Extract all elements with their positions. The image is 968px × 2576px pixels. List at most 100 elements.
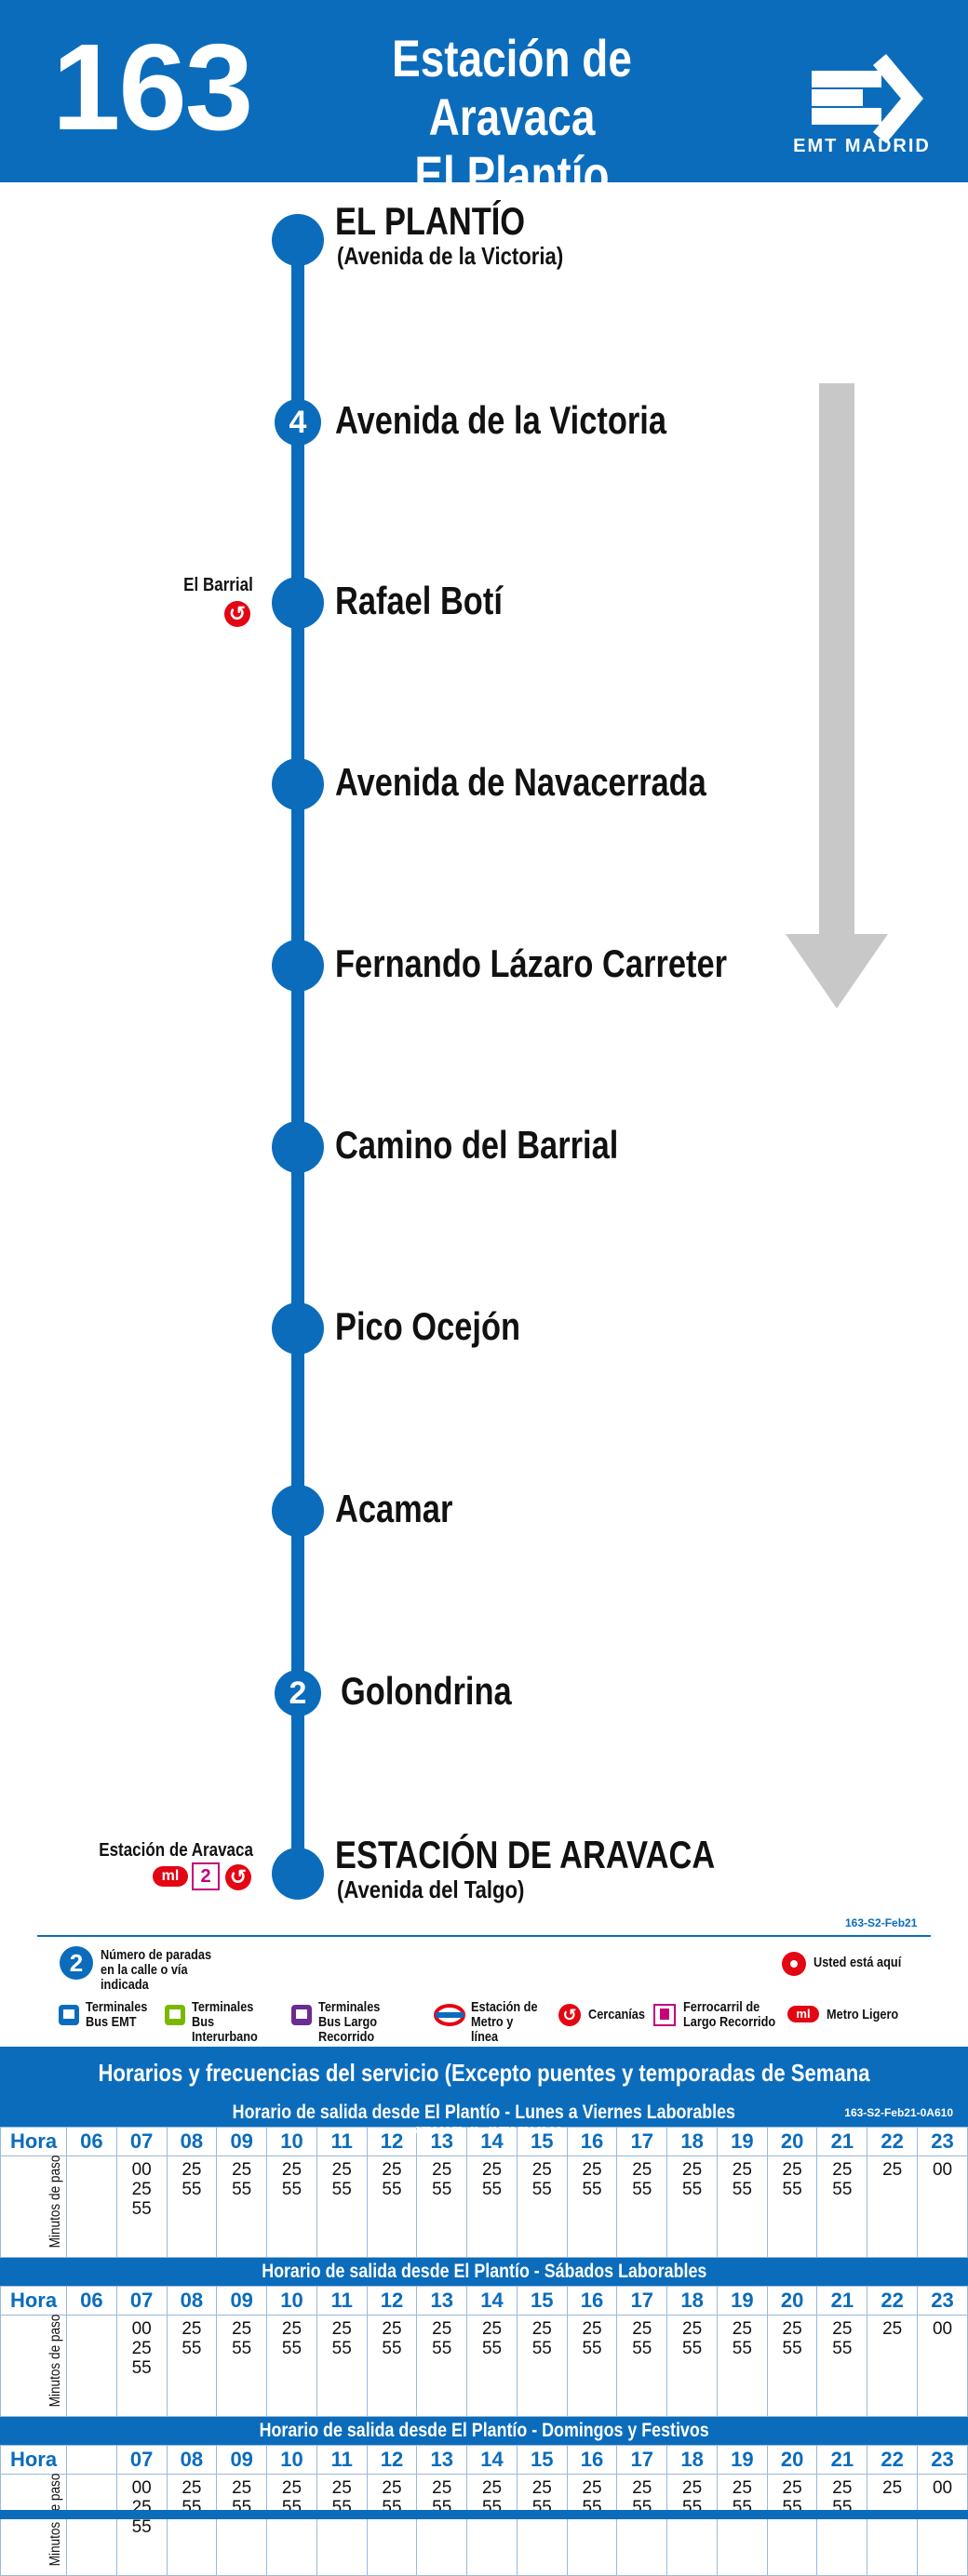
stop-name: Fernando Lázaro Carreter [335, 941, 728, 985]
stop-dot-icon [272, 940, 324, 992]
minutes-cell: 25 55 [816, 2156, 868, 2258]
hour-cell: 17 [616, 2286, 668, 2316]
minutes-cell: 25 55 [666, 2474, 718, 2576]
minutes-cell: 25 55 [716, 2315, 768, 2417]
minutes-row-label: Minutos de paso [0, 2474, 67, 2576]
minutes-cell [66, 2156, 117, 2258]
route-header: 163 Estación de Aravaca El Plantío EMT M… [0, 0, 968, 204]
stop-name: ESTACIÓN DE ARAVACA [335, 1833, 716, 1876]
minutes-row-label: Minutos de paso [0, 2156, 67, 2258]
hour-row-label: Hora [0, 2127, 67, 2156]
long-distance-rail-icon [653, 2004, 676, 2026]
section-title-text: Horario de salida desde El Plantío - Sáb… [261, 2261, 707, 2282]
connection-label-estacion-aravaca: Estación de Aravaca [99, 1840, 253, 1861]
metro-icon [434, 2004, 465, 2026]
minutes-cell: 25 55 [366, 2315, 418, 2417]
minutes-cell: 25 55 [266, 2315, 317, 2417]
legend-item-label: Estación de Metro y línea [471, 1999, 538, 2045]
bus-interurban-terminal-icon [165, 2005, 185, 2025]
minutes-cell: 00 [917, 2156, 968, 2258]
minutes-cell: 00 25 55 [115, 2315, 168, 2417]
direction-arrow-icon [819, 383, 854, 938]
route-line [291, 240, 304, 1877]
footer-bar [0, 2510, 968, 2519]
stop-name: Camino del Barrial [335, 1123, 619, 1167]
minutes-cell: 25 55 [416, 2315, 468, 2417]
timetable: Horarios y frecuencias del servicio (Exc… [0, 2047, 968, 2576]
hour-cell: 18 [666, 2127, 718, 2156]
route-code: 163-S2-Feb21 [845, 1916, 918, 1929]
minutes-cell: 25 55 [466, 2156, 518, 2258]
hour-cell: 10 [266, 2286, 317, 2316]
hour-cell: 19 [716, 2127, 768, 2156]
stop-subtitle: (Avenida de la Victoria) [337, 242, 564, 270]
stop-dot-icon [272, 1302, 324, 1355]
hour-cell: 18 [666, 2286, 718, 2316]
hour-cell: 07 [115, 2127, 168, 2156]
hour-cell: 23 [917, 2127, 968, 2156]
hour-cell: 08 [166, 2445, 218, 2475]
legend-item-label: Cercanías [588, 2007, 645, 2022]
hour-cell [66, 2445, 117, 2475]
stop-subtitle: (Avenida del Talgo) [337, 1875, 525, 1903]
hour-cell: 18 [666, 2445, 718, 2475]
hour-cell: 21 [816, 2286, 868, 2316]
destination-line-2: El Plantío [414, 145, 610, 205]
bus-emt-terminal-icon [59, 2005, 79, 2025]
minutes-cell: 25 [867, 2156, 919, 2258]
minutes-cell: 25 55 [166, 2315, 218, 2417]
direction-arrow-head-icon [786, 934, 888, 1008]
hour-cell: 19 [716, 2286, 768, 2316]
hour-cell: 15 [516, 2286, 568, 2316]
hour-cell: 20 [766, 2445, 818, 2475]
stop-acamar: Acamar [0, 1483, 968, 1539]
cercanias-icon: ↺ [224, 601, 250, 627]
hour-cell: 08 [166, 2127, 218, 2156]
emt-logo-icon [812, 54, 923, 143]
cercanias-icon: ↺ [225, 1864, 251, 1890]
hour-cell: 22 [867, 2286, 919, 2316]
minutes-cell: 25 55 [416, 2474, 468, 2576]
minutes-cell: 25 55 [516, 2315, 568, 2417]
hour-cell: 09 [216, 2445, 268, 2475]
stop-name: EL PLANTÍO [335, 199, 526, 243]
hour-cell: 20 [766, 2286, 818, 2316]
minutes-cell: 25 55 [316, 2156, 368, 2258]
stop-count-badge: 4 [275, 399, 321, 446]
hour-cell: 06 [66, 2127, 117, 2156]
minutes-cell: 25 55 [516, 2156, 568, 2258]
minutes-cell: 25 55 [816, 2315, 868, 2417]
minutes-cell [66, 2474, 117, 2576]
stop-avenida-de-la-victoria: 4 Avenida de la Victoria [0, 394, 968, 450]
section-title-text: Horario de salida desde El Plantío - Lun… [232, 2102, 736, 2123]
cercanias-icon: ↺ [558, 2004, 581, 2026]
hour-cell: 16 [566, 2445, 618, 2475]
hour-row-label: Hora [0, 2445, 67, 2475]
stops-count-legend-icon: 2 [60, 1946, 93, 1980]
hour-cell: 23 [917, 2445, 968, 2475]
minutes-cell: 25 55 [566, 2315, 618, 2417]
minutes-cell: 25 55 [716, 2474, 768, 2576]
hour-cell: 23 [917, 2286, 968, 2316]
line-number: 163 [52, 19, 253, 155]
stop-name: Acamar [335, 1487, 453, 1530]
legend-item-label: Terminales Bus EMT [86, 1999, 148, 2030]
minutes-cell: 25 55 [316, 2315, 368, 2417]
minutes-cell: 25 55 [366, 2156, 418, 2258]
hour-cell: 17 [616, 2127, 668, 2156]
timetable-code: 163-S2-Feb21-0A610 [844, 2106, 953, 2119]
minutes-cell: 25 55 [616, 2474, 668, 2576]
hour-cell: 15 [516, 2127, 568, 2156]
timetable-section-title: Horario de salida desde El Plantío - Sáb… [0, 2258, 968, 2286]
stop-fernando-lazaro-carreter: Fernando Lázaro Carreter [0, 938, 968, 994]
hour-cell: 19 [716, 2445, 768, 2475]
hour-row-label: Hora [0, 2286, 67, 2316]
minutes-cell: 00 [917, 2474, 968, 2576]
stop-pico-ocejon: Pico Ocejón [0, 1301, 968, 1356]
metro-ligero-icon: ml [787, 2006, 819, 2022]
